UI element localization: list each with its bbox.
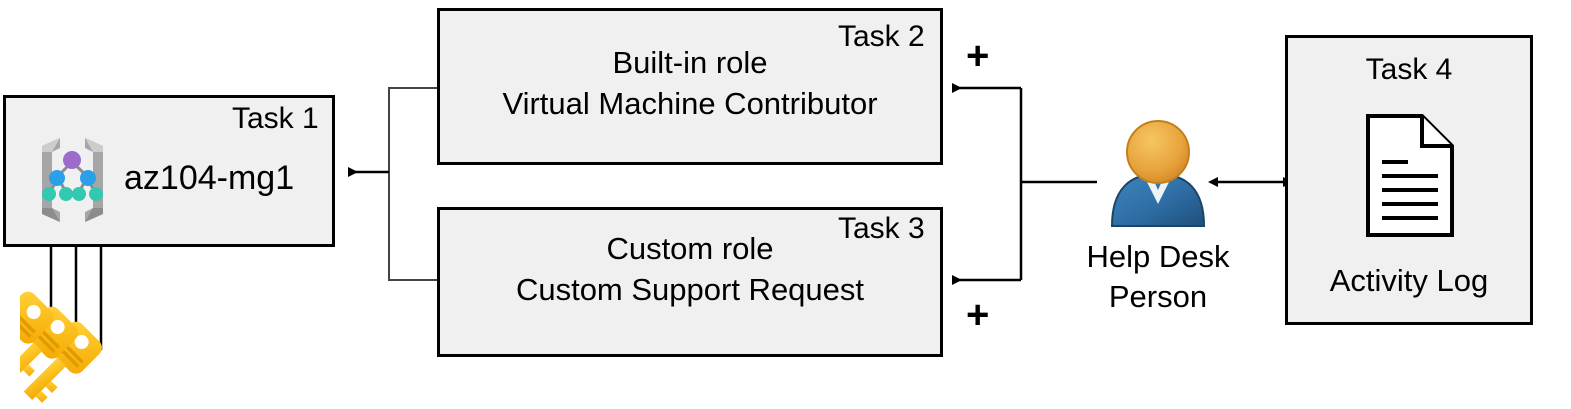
task2-label: Task 2 <box>838 20 925 53</box>
task3-box[interactable] <box>437 207 943 357</box>
plus-top-icon: + <box>966 34 990 78</box>
person-icon <box>1098 118 1218 228</box>
plus-bottom-icon: + <box>966 293 990 337</box>
task2-box[interactable] <box>437 8 943 165</box>
task1-label: Task 1 <box>232 102 319 135</box>
connector-person-to-roles <box>952 83 1097 285</box>
task1-box[interactable] <box>3 95 335 247</box>
document-icon <box>1364 112 1456 239</box>
task3-role-type: Custom role <box>606 231 774 266</box>
task2-role-name: Virtual Machine Contributor <box>502 86 878 121</box>
management-group-icon <box>30 134 115 224</box>
task4-label: Task 4 <box>1365 53 1453 86</box>
task2-role-type: Built-in role <box>612 45 768 80</box>
task3-role-name: Custom Support Request <box>515 272 865 307</box>
connector-roles-to-mg <box>348 87 437 281</box>
person-label-line1: Help Desk <box>1086 239 1230 274</box>
task1-resource-name: az104-mg1 <box>124 159 295 197</box>
task3-label: Task 3 <box>838 212 925 245</box>
task4-resource-name: Activity Log <box>1329 263 1489 298</box>
person-label-line2: Person <box>1108 279 1208 314</box>
keys-icon <box>0 278 135 409</box>
